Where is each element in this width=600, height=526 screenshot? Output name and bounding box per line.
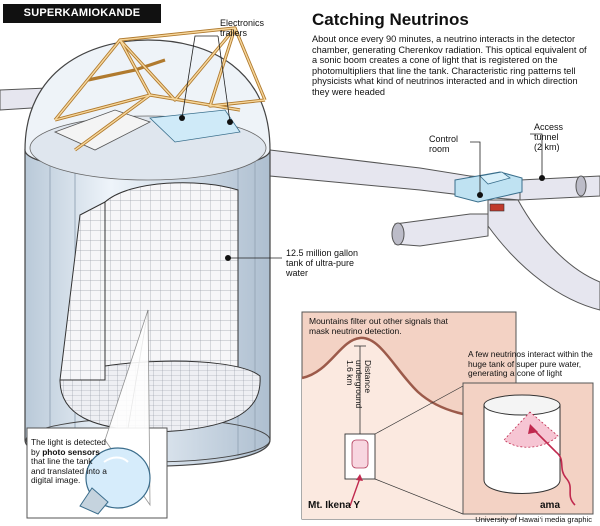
control-room xyxy=(454,171,523,212)
title-badge: SUPERKAMIOKANDE DETECTOR xyxy=(3,4,161,38)
interaction-text: A few neutrinos interact within the huge… xyxy=(468,349,593,379)
roof-truss-highlight xyxy=(54,27,266,151)
photo-sensor-callout xyxy=(26,309,168,519)
page-title: Catching Neutrinos xyxy=(312,10,469,29)
electronics-trailers-label: Electronics trailers xyxy=(220,18,265,38)
leader-dots xyxy=(179,115,545,261)
mountain-name: Mt. Ikena Y xyxy=(308,500,361,511)
credit-line: University of Hawai‘i media graphic xyxy=(475,515,592,524)
tank-capacity-label: 12.5 million gallon tank of ultra-pure w… xyxy=(286,248,359,278)
access-tunnel-label: Access tunnel (2 km) xyxy=(534,122,564,152)
tank-dome xyxy=(24,39,271,181)
photo-sensor-text: The light is detected by photo sensors t… xyxy=(31,437,107,486)
mountain-caption: Mountains filter out other signals that … xyxy=(309,316,448,336)
control-room-label: Control room xyxy=(429,134,459,154)
intro-text: About once every 90 minutes, a neutrino … xyxy=(312,34,587,97)
interaction-callout xyxy=(462,382,594,515)
tunnel-network xyxy=(269,149,600,311)
inset-trailing-text: ama xyxy=(540,500,561,511)
distance-label: Distance underground 1.6 km xyxy=(345,360,373,409)
photo-sensors-term: photo sensors xyxy=(42,446,100,457)
tank-interior xyxy=(59,182,261,433)
